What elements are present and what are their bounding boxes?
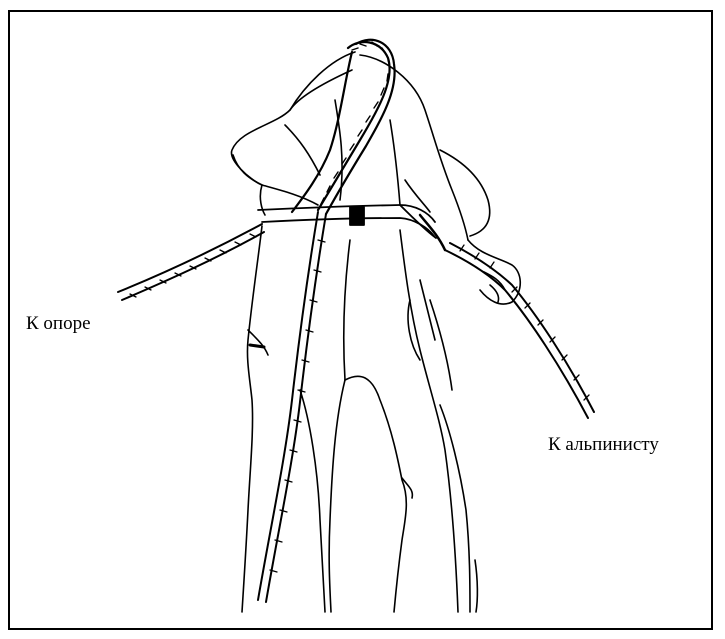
label-to-anchor: К опоре: [26, 313, 91, 335]
rope-to-climber: [445, 243, 594, 418]
belt: [258, 205, 445, 250]
hand: [468, 240, 520, 304]
rope-to-anchor: [118, 224, 264, 300]
rope-along-leg: [258, 212, 326, 602]
rope-over-shoulder: [292, 40, 395, 214]
trousers: [242, 226, 477, 612]
label-to-climber: К альпинисту: [548, 434, 659, 456]
